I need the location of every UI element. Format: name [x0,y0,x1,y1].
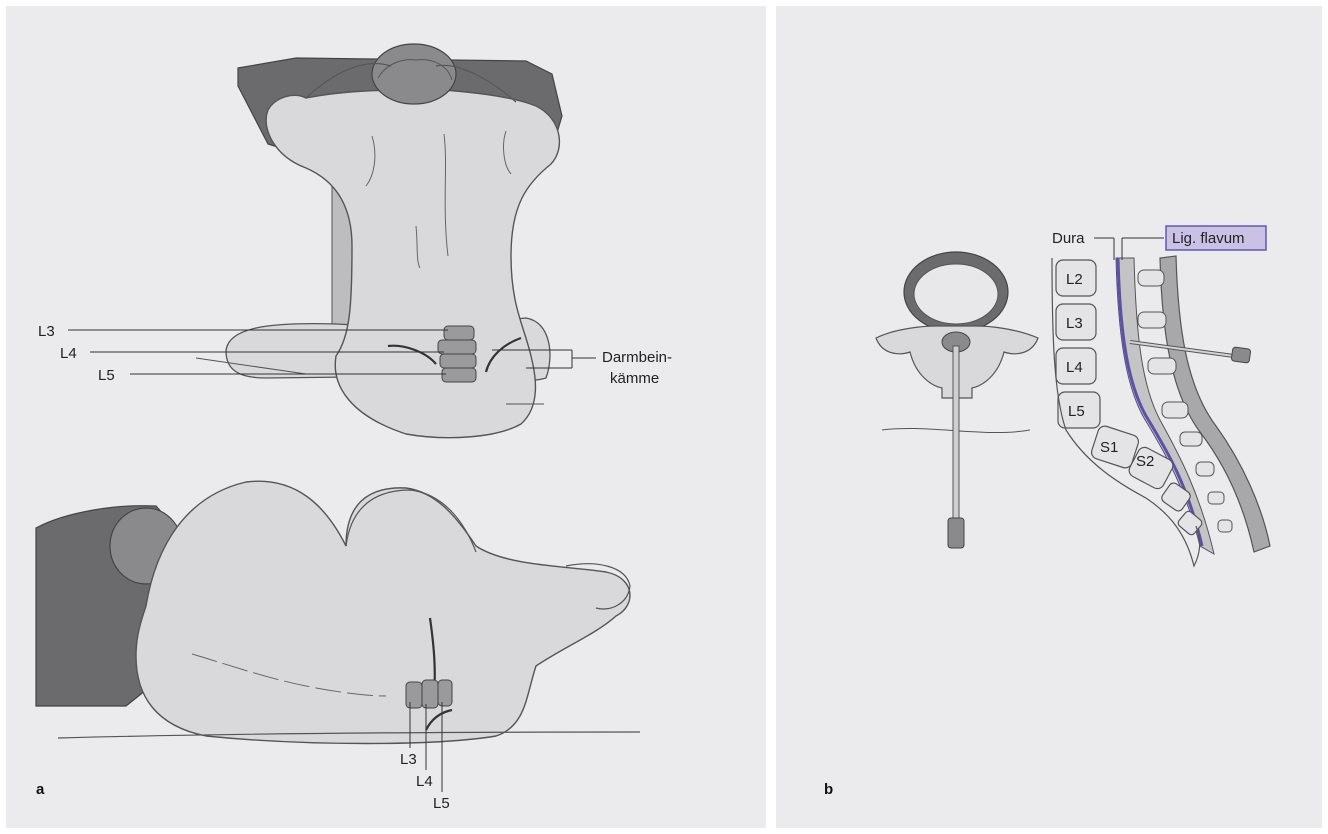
label-l4: L4 [1066,359,1083,376]
label-sitting-l5: L5 [98,367,115,384]
panel-letter-b: b [824,781,833,798]
panel-b: L2 L3 L4 L5 S1 S2 Dura Lig. flavum b [776,6,1322,828]
label-l2: L2 [1066,271,1083,288]
label-l3: L3 [1066,315,1083,332]
panel-a-illustration: L3 L4 L5 Darmbein- kämme [6,6,766,828]
label-lig-flavum: Lig. flavum [1172,230,1245,247]
label-lying-l4: L4 [416,773,433,790]
label-iliac-crests-line1: Darmbein- [602,349,672,366]
panel-b-illustration: L2 L3 L4 L5 S1 S2 Dura Lig. flavum b [776,6,1322,828]
sitting-torso [266,90,559,438]
label-s1: S1 [1100,439,1118,456]
label-sitting-l4: L4 [60,345,77,362]
sagittal-needle [1130,342,1251,363]
label-lying-l5: L5 [433,795,450,812]
label-sitting-l3: L3 [38,323,55,340]
label-iliac-crests-line2: kämme [610,370,659,387]
lying-patient [36,481,640,743]
panel-letter-a: a [36,781,45,798]
sitting-head [372,44,456,104]
panel-a: L3 L4 L5 Darmbein- kämme [6,6,766,828]
label-dura: Dura [1052,230,1085,247]
lying-body [136,481,630,743]
sitting-patient [196,44,562,438]
label-lying-l3: L3 [400,751,417,768]
label-l5: L5 [1068,403,1085,420]
label-s2: S2 [1136,453,1154,470]
sagittal-spine [1052,256,1270,566]
lumbar-vertebrae-lying [406,680,452,708]
dura-leader [1094,238,1164,260]
